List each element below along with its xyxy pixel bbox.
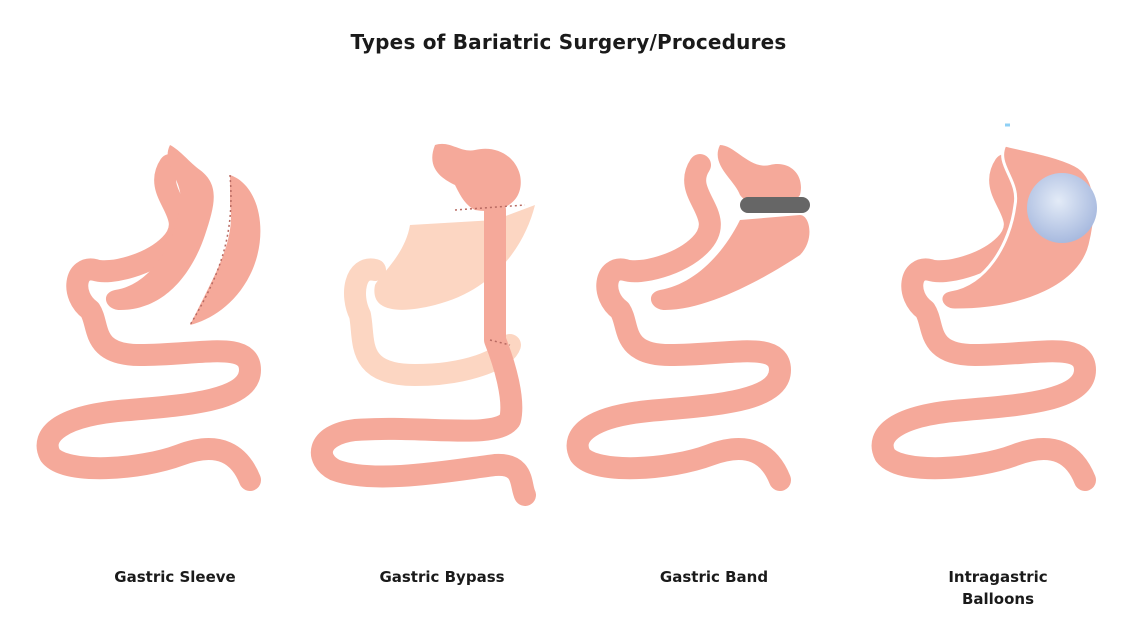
intestine xyxy=(871,154,1096,491)
gastric-sleeve-svg xyxy=(36,145,261,491)
gastric-band-svg xyxy=(566,145,810,491)
removed-stomach-portion xyxy=(190,175,261,325)
bypassed-intestine xyxy=(344,258,521,386)
stomach-pouch xyxy=(432,143,521,211)
intragastric-balloon-svg xyxy=(871,123,1097,491)
stomach-lower xyxy=(650,215,810,310)
caption-intragastric-balloons: Intragastric Balloons xyxy=(948,568,1048,608)
gastric-bypass-svg xyxy=(310,143,536,506)
gastric-band-illustration xyxy=(566,125,830,515)
bypassed-stomach xyxy=(374,205,535,310)
gastric-balloon xyxy=(1027,173,1097,243)
gastric-bypass-illustration xyxy=(295,125,555,515)
intestine-roux-limb xyxy=(310,199,536,506)
caption-gastric-sleeve: Gastric Sleeve xyxy=(114,568,236,586)
intestine xyxy=(36,154,261,491)
gastric-sleeve-illustration xyxy=(20,125,280,515)
intestine xyxy=(566,154,791,491)
stomach-sleeve xyxy=(105,145,214,310)
diagram-title: Types of Bariatric Surgery/Procedures xyxy=(350,30,787,54)
bypass-stitches xyxy=(454,204,526,346)
caption-gastric-band: Gastric Band xyxy=(659,568,769,586)
stomach-upper-pouch xyxy=(717,145,801,207)
intragastric-balloon-illustration xyxy=(845,123,1105,515)
caption-gastric-bypass: Gastric Bypass xyxy=(379,568,505,586)
adjustable-band xyxy=(740,197,810,213)
